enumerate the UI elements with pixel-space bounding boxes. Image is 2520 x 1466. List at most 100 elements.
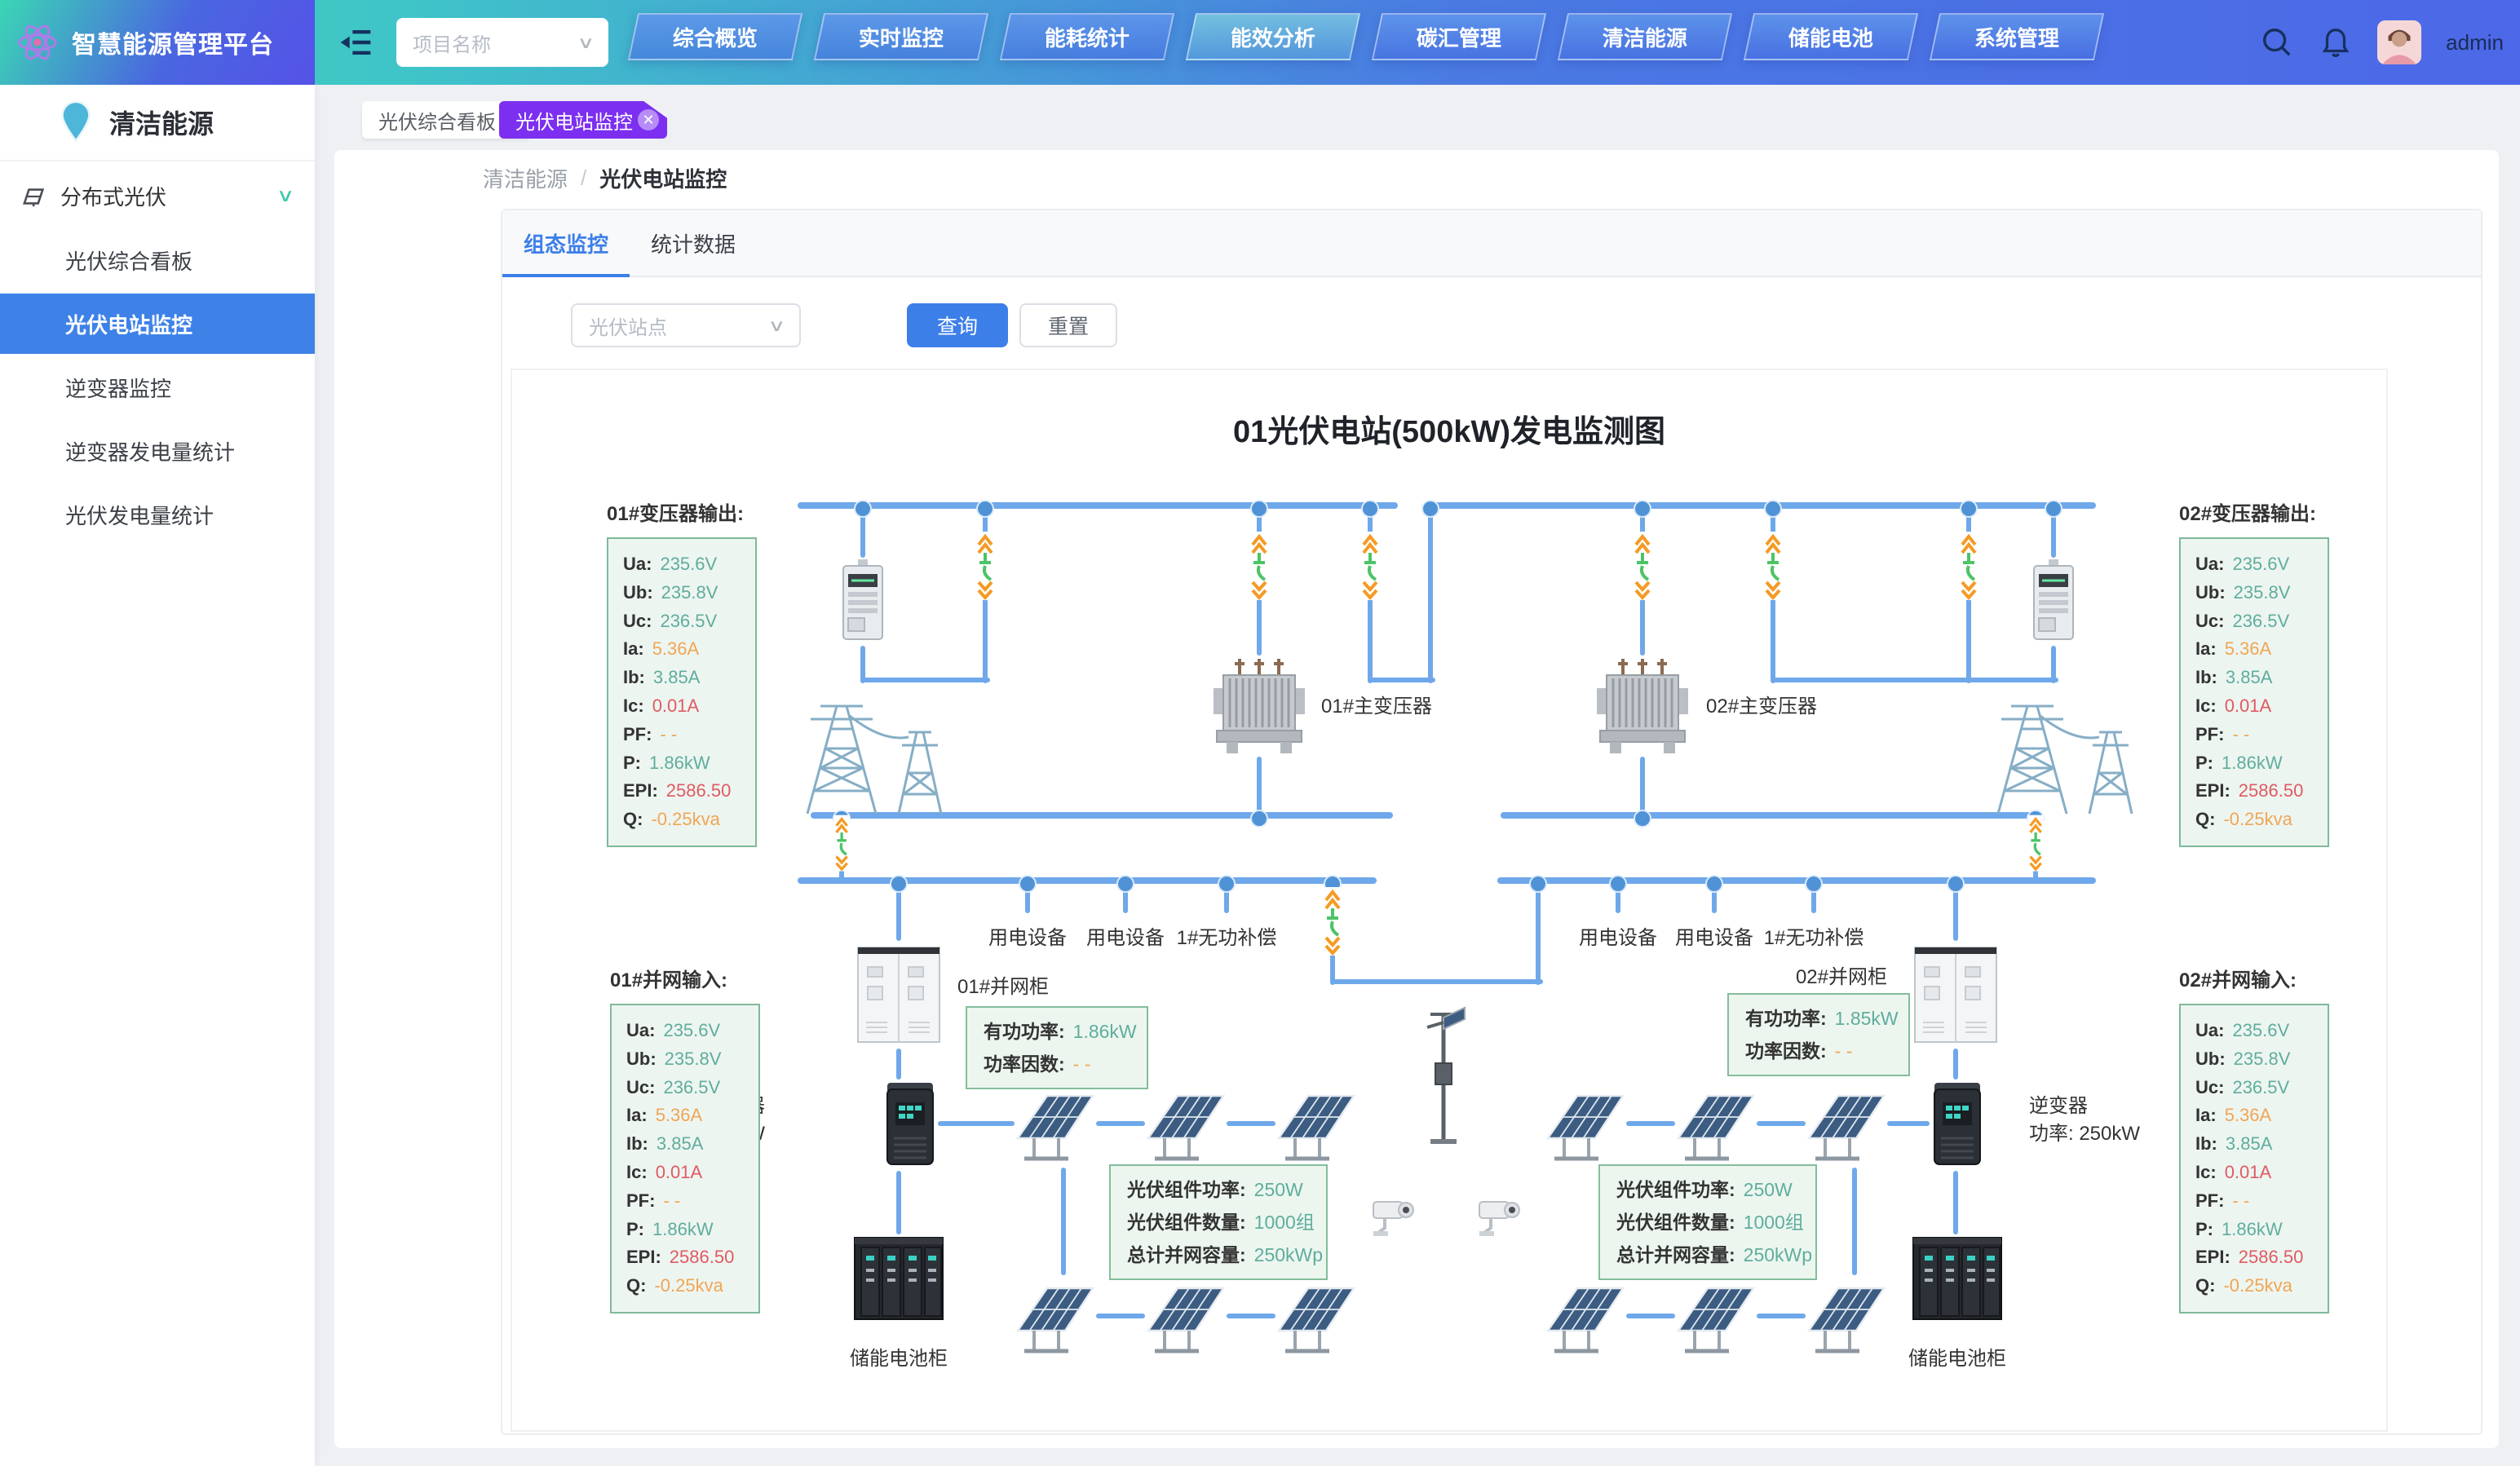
sidebar-collapse-icon[interactable]: [338, 24, 374, 60]
info-row: 总计并网容量:250kWp: [1616, 1243, 1812, 1267]
measurement-key: Uc:: [2195, 1076, 2225, 1097]
breadcrumb-root[interactable]: 清洁能源: [483, 167, 568, 192]
bell-icon[interactable]: [2319, 25, 2353, 60]
bus-line-vertical: [1061, 1168, 1066, 1275]
nav-button-3[interactable]: 能效分析: [1185, 13, 1361, 60]
station-select[interactable]: 光伏站点 ∨: [571, 303, 801, 347]
nav-button-4[interactable]: 碳汇管理: [1371, 13, 1547, 60]
measurement-key: Q:: [623, 809, 643, 830]
energy-meter-icon: [838, 558, 887, 646]
nav-button-5[interactable]: 清洁能源: [1557, 13, 1733, 60]
measurement-key: Ic:: [2195, 1161, 2217, 1182]
nav-button-0[interactable]: 综合概览: [627, 13, 803, 60]
bus-line-vertical: [1257, 757, 1262, 819]
solar-panel-icon: [1545, 1275, 1626, 1360]
measurement-panel-title: 02#变压器输出:: [2179, 503, 2317, 525]
info-value: 250W: [1743, 1179, 1793, 1200]
top-nav: 综合概览实时监控能耗统计能效分析碳汇管理清洁能源储能电池系统管理: [627, 13, 2105, 60]
measurement-row: EPI: 2586.50: [2195, 1243, 2313, 1272]
sidebar-item-4[interactable]: 光伏发电量统计: [65, 503, 214, 528]
battery-cabinet-icon: [851, 1234, 946, 1326]
tab-chip-pv-station-monitor[interactable]: 光伏电站监控 ✕: [499, 101, 667, 139]
main-area: 光伏综合看板 ✕ 光伏电站监控 ✕ 清洁能源 / 光伏电站监控 组态监控 统计数…: [315, 85, 2520, 1466]
bus-node: [1252, 811, 1267, 826]
tab-scada-monitor[interactable]: 组态监控: [502, 210, 630, 277]
solar-panel-icon: [1806, 1083, 1887, 1168]
sidebar-item-0[interactable]: 光伏综合看板: [65, 249, 193, 274]
measurement-key: Ua:: [626, 1020, 656, 1040]
measurement-value: 235.8V: [2233, 1048, 2291, 1069]
info-row: 光伏组件功率:250W: [1127, 1177, 1310, 1202]
header-actions: admin: [2260, 0, 2504, 85]
sidebar-group-distributed-pv[interactable]: 分布式光伏 ∨: [0, 165, 315, 227]
info-row: 光伏组件功率:250W: [1616, 1177, 1799, 1202]
query-button[interactable]: 查询: [907, 303, 1008, 347]
bus-node: [1635, 811, 1650, 826]
chevron-down-icon: ∨: [276, 185, 295, 205]
battery-cabinet-label: 储能电池柜: [1908, 1348, 2006, 1370]
measurement-value: 2586.50: [669, 1247, 735, 1268]
project-select[interactable]: 项目名称 ∨: [396, 18, 608, 67]
measurement-panel-title: 01#变压器输出:: [607, 503, 745, 525]
bus-line: [1757, 1121, 1806, 1126]
breadcrumb: 清洁能源 / 光伏电站监控: [483, 163, 727, 193]
solar-panel-icon: [1675, 1275, 1757, 1360]
nav-button-7[interactable]: 系统管理: [1929, 13, 2105, 60]
measurement-key: Uc:: [2195, 610, 2225, 631]
bus-line: [1096, 1121, 1145, 1126]
search-icon[interactable]: [2260, 25, 2294, 60]
transformer-icon: [1597, 656, 1688, 757]
breaker-switch-icon: [2025, 814, 2046, 872]
transformer-01-label: 01#主变压器: [1321, 695, 1433, 718]
info-value: 250kWp: [1743, 1244, 1813, 1265]
chevron-down-icon: ∨: [767, 316, 786, 335]
bus-node: [1611, 877, 1625, 891]
nav-button-6[interactable]: 储能电池: [1743, 13, 1919, 60]
transmission-tower-icon: [778, 683, 949, 817]
bus-line: [1227, 1121, 1275, 1126]
sidebar-item-3[interactable]: 逆变器发电量统计: [65, 439, 236, 465]
measurement-key: Ia:: [623, 638, 644, 660]
inverter-icon: [882, 1080, 938, 1171]
load-device-label: 用电设备: [1675, 927, 1753, 949]
username: admin: [2446, 29, 2504, 55]
bus-line: [1227, 1314, 1275, 1318]
measurement-row: Ib:3.85A: [626, 1130, 744, 1159]
measurement-row: Ub:235.8V: [623, 579, 741, 607]
bus-line-vertical: [1123, 881, 1128, 913]
measurement-value: 2586.50: [2238, 1247, 2304, 1268]
load-device-label: 用电设备: [988, 927, 1067, 949]
nav-button-2[interactable]: 能耗统计: [999, 13, 1175, 60]
measurement-value: 3.85A: [2225, 667, 2273, 688]
avatar[interactable]: [2377, 20, 2421, 64]
bus-line: [1887, 1121, 1930, 1126]
bus-line-vertical: [1953, 1171, 1958, 1234]
bus-node: [1363, 501, 1377, 516]
reset-button[interactable]: 重置: [1019, 303, 1117, 347]
solar-panel-icon: [1675, 1083, 1757, 1168]
bus-node: [1252, 501, 1267, 516]
solar-panel-icon: [1145, 1275, 1227, 1360]
measurement-key: P:: [2195, 752, 2213, 773]
info-row: 总计并网容量:250kWp: [1127, 1243, 1323, 1267]
sidebar-item-2[interactable]: 逆变器监控: [65, 376, 172, 401]
tab-chip-label: 光伏电站监控: [515, 111, 633, 134]
tab-statistics[interactable]: 统计数据: [630, 210, 757, 276]
bus-line-vertical: [1852, 1168, 1857, 1275]
bus-line: [811, 812, 1393, 819]
sidebar-item-1[interactable]: 光伏电站监控: [0, 294, 315, 354]
camera-icon: [1370, 1194, 1419, 1239]
measurement-row: Uc:236.5V: [623, 607, 741, 636]
measurement-row: Ia:5.36A: [626, 1102, 744, 1130]
measurement-value: 3.85A: [656, 1133, 704, 1155]
bus-line: [1333, 979, 1543, 984]
measurement-value: 1.86kW: [2222, 752, 2283, 773]
solar-panel-icon: [1806, 1275, 1887, 1360]
close-icon[interactable]: ✕: [638, 109, 659, 130]
measurement-key: Ib:: [2195, 667, 2217, 688]
monitor-panel: 组态监控 统计数据 光伏站点 ∨ 查询 重置 01光伏电站(500kW)发电监测…: [501, 209, 2482, 1435]
measurement-key: EPI:: [2195, 1247, 2230, 1268]
measurement-key: Ia:: [2195, 1105, 2217, 1126]
nav-button-1[interactable]: 实时监控: [813, 13, 989, 60]
